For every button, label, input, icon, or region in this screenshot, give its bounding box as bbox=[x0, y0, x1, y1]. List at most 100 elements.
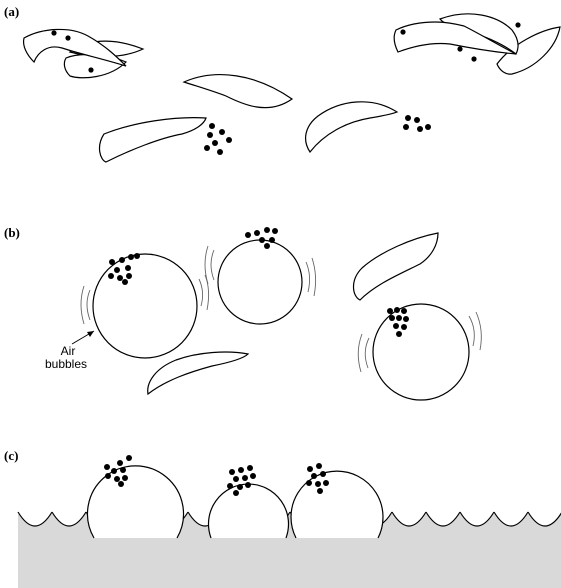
motion-line bbox=[199, 279, 203, 306]
motion-line bbox=[87, 290, 90, 320]
bubble-outline bbox=[88, 466, 184, 538]
particle bbox=[227, 483, 233, 489]
particle bbox=[229, 469, 235, 475]
particle bbox=[117, 460, 123, 466]
motion-line bbox=[312, 258, 316, 296]
particle bbox=[217, 149, 223, 155]
motion-line bbox=[476, 312, 481, 350]
particle bbox=[387, 308, 393, 314]
bubble-outline bbox=[93, 254, 197, 358]
particle-cluster bbox=[403, 115, 431, 132]
particle bbox=[122, 279, 128, 285]
particle bbox=[237, 484, 243, 490]
particle bbox=[126, 455, 132, 461]
fiber bbox=[148, 352, 248, 394]
particle bbox=[389, 315, 395, 321]
particle bbox=[264, 227, 270, 233]
callout-line-2: bubbles bbox=[45, 357, 87, 371]
particle bbox=[120, 467, 126, 473]
particle bbox=[118, 481, 124, 487]
particle bbox=[396, 331, 402, 337]
particle bbox=[117, 275, 123, 281]
motion-line bbox=[205, 246, 208, 284]
particle bbox=[401, 308, 407, 314]
fiber-cluster-top-left bbox=[24, 29, 143, 77]
particle bbox=[323, 480, 329, 486]
particle bbox=[471, 56, 476, 61]
callout-line-1: Air bbox=[61, 344, 76, 358]
particle bbox=[394, 307, 400, 313]
air-bubble bbox=[291, 463, 383, 538]
particle bbox=[128, 254, 134, 260]
particle bbox=[219, 129, 225, 135]
particle bbox=[126, 273, 132, 279]
motion-line bbox=[211, 250, 214, 280]
particle bbox=[259, 237, 265, 243]
fiber-cluster-top-right bbox=[394, 14, 560, 74]
particle bbox=[405, 115, 411, 121]
bubble-outline bbox=[373, 304, 469, 400]
air-bubble bbox=[81, 253, 209, 358]
panel-a-label: (a) bbox=[4, 4, 19, 19]
air-bubble bbox=[205, 227, 316, 324]
motion-line bbox=[81, 286, 84, 324]
panel-b-label: (b) bbox=[4, 225, 20, 240]
particle bbox=[457, 46, 462, 51]
bubble-outline bbox=[291, 471, 383, 538]
air-bubble bbox=[358, 304, 481, 400]
air-bubble bbox=[88, 455, 184, 538]
particle bbox=[403, 124, 409, 130]
particle bbox=[254, 230, 260, 236]
particle bbox=[250, 473, 256, 479]
particle bbox=[125, 265, 131, 271]
particle bbox=[65, 35, 70, 40]
motion-line bbox=[358, 334, 362, 372]
panel-c: (c) bbox=[4, 448, 561, 588]
particle bbox=[414, 117, 420, 123]
motion-line bbox=[306, 262, 310, 292]
motion-line bbox=[365, 338, 369, 368]
bubble-outline bbox=[218, 240, 302, 324]
particle-cluster bbox=[204, 123, 232, 155]
particle bbox=[315, 481, 321, 487]
particle bbox=[307, 466, 313, 472]
particle bbox=[320, 471, 326, 477]
particle bbox=[247, 465, 253, 471]
particle bbox=[226, 137, 232, 143]
particle bbox=[393, 323, 399, 329]
air-bubbles-callout: Air bubbles bbox=[45, 331, 94, 371]
particle bbox=[245, 482, 251, 488]
particle bbox=[134, 253, 140, 259]
particle bbox=[242, 475, 248, 481]
particle bbox=[122, 475, 128, 481]
particle bbox=[515, 22, 520, 27]
particle bbox=[204, 145, 210, 151]
fiber bbox=[354, 233, 439, 300]
particle bbox=[105, 473, 111, 479]
bubble-outline bbox=[209, 484, 289, 538]
panel-a: (a) bbox=[4, 4, 560, 162]
particle bbox=[311, 473, 317, 479]
particle bbox=[114, 476, 120, 482]
fiber bbox=[100, 118, 206, 162]
particle bbox=[401, 324, 407, 330]
particle bbox=[233, 476, 239, 482]
panel-b: (b) bbox=[4, 225, 481, 400]
particle bbox=[233, 490, 239, 496]
panel-c-label: (c) bbox=[4, 448, 18, 463]
particle bbox=[417, 126, 423, 132]
particle bbox=[269, 237, 275, 243]
fiber bbox=[306, 102, 397, 152]
particle bbox=[425, 124, 431, 130]
particle bbox=[88, 67, 93, 72]
particle bbox=[111, 468, 117, 474]
particle bbox=[104, 464, 110, 470]
particle bbox=[317, 488, 323, 494]
particle bbox=[396, 315, 402, 321]
particle bbox=[316, 463, 322, 469]
particle bbox=[272, 228, 278, 234]
particle bbox=[109, 259, 115, 265]
fiber bbox=[184, 75, 292, 108]
particle bbox=[114, 267, 120, 273]
